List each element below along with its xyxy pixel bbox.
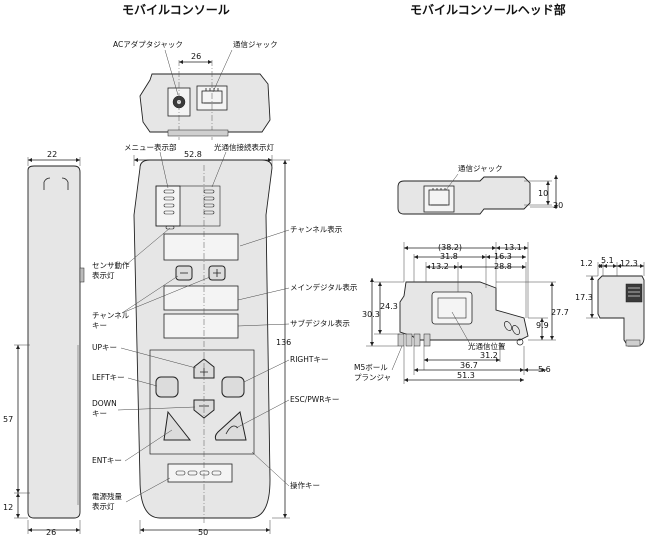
dim-head-36-7: 36.7 bbox=[460, 361, 478, 370]
m5-ball-plunger-icon bbox=[397, 333, 431, 347]
label-m5-ball-1: M5ボール bbox=[354, 363, 388, 372]
dim-body-height: 136 bbox=[276, 338, 291, 347]
dim-head-16-3: 16.3 bbox=[494, 252, 512, 261]
head-top-view: 10 20 bbox=[397, 175, 563, 215]
dim-jack-pitch: 26 bbox=[191, 52, 201, 61]
console-side-view bbox=[27, 165, 85, 519]
side-button-icon bbox=[79, 267, 85, 283]
label-ent-key: ENTキー bbox=[92, 456, 122, 465]
dim-head-12-3: 12.3 bbox=[620, 259, 638, 268]
dim-head-27-7: 27.7 bbox=[551, 308, 569, 317]
head-side-grip bbox=[625, 283, 643, 303]
label-channel-display: チャンネル表示 bbox=[290, 224, 343, 234]
dim-head-24-3: 24.3 bbox=[380, 302, 398, 311]
channel-display-window bbox=[163, 233, 239, 261]
dim-head-51-3: 51.3 bbox=[457, 371, 475, 380]
dim-head-13-1: 13.1 bbox=[504, 243, 522, 252]
label-esc-pwr-key: ESC/PWRキー bbox=[290, 395, 339, 404]
label-comm-jack: 通信ジャック bbox=[233, 39, 278, 49]
label-power-lamp-2: 表示灯 bbox=[92, 501, 115, 511]
sub-digital-window bbox=[163, 313, 239, 339]
head-front-dimensions: (38.2) 13.1 31.8 16.3 13.2 28.8 24.3 30.… bbox=[362, 242, 569, 384]
right-key-icon[interactable] bbox=[221, 376, 245, 398]
dim-side-bottom: 12 bbox=[3, 503, 13, 512]
label-m5-ball-2: プランジャ bbox=[354, 373, 391, 382]
dim-head-31-2: 31.2 bbox=[480, 351, 498, 360]
dim-head-1-2: 1.2 bbox=[580, 259, 593, 268]
head-side-dimensions: 1.2 5.1 12.3 17.3 bbox=[575, 256, 645, 319]
label-ac-adapter-jack: ACアダプタジャック bbox=[113, 39, 183, 49]
label-down-key-1: DOWN bbox=[92, 399, 117, 408]
label-channel-key-2: キー bbox=[92, 321, 107, 330]
dim-head-9-9: 9.9 bbox=[536, 321, 549, 330]
dim-side-width: 22 bbox=[47, 150, 57, 159]
label-optical-position: 光通信位置 bbox=[468, 341, 506, 351]
head-side-view bbox=[597, 275, 645, 347]
console-front-view bbox=[133, 159, 273, 525]
dim-head-38-2: (38.2) bbox=[438, 243, 462, 252]
power-lamps bbox=[175, 470, 222, 476]
label-sub-digital: サブデジタル表示 bbox=[290, 318, 350, 328]
dim-side-height: 57 bbox=[3, 415, 13, 424]
label-sensor-lamp-2: 表示灯 bbox=[92, 270, 115, 280]
title-console: モバイルコンソール bbox=[122, 3, 230, 17]
label-right-key: RIGHTキー bbox=[290, 355, 328, 364]
head-front-view bbox=[397, 281, 529, 347]
dim-body-width: 52.8 bbox=[184, 150, 202, 159]
dim-head-20: 20 bbox=[553, 201, 563, 210]
main-digital-window bbox=[163, 285, 239, 311]
console-top-view bbox=[139, 60, 271, 140]
dim-head-5-1: 5.1 bbox=[601, 256, 614, 265]
dim-head-10: 10 bbox=[538, 189, 548, 198]
dim-side-base: 26 bbox=[46, 528, 56, 537]
label-channel-key-1: チャンネル bbox=[92, 311, 130, 320]
dim-head-31-8: 31.8 bbox=[440, 252, 458, 261]
dim-head-5-6: 5.6 bbox=[538, 365, 551, 374]
label-head-comm-jack: 通信ジャック bbox=[458, 163, 503, 173]
dim-head-30-3: 30.3 bbox=[362, 310, 380, 319]
label-sensor-lamp-1: センサ動作 bbox=[92, 260, 130, 270]
esc-pwr-key-icon[interactable] bbox=[214, 411, 247, 441]
operation-key-area bbox=[149, 349, 255, 455]
dim-head-17-3: 17.3 bbox=[575, 293, 593, 302]
side-dimensions: 22 57 12 26 bbox=[3, 150, 81, 537]
label-menu-display: メニュー表示部 bbox=[124, 142, 177, 152]
left-key-icon[interactable] bbox=[155, 376, 179, 398]
label-left-key: LEFTキー bbox=[92, 373, 125, 382]
front-dimensions: 52.8 136 50 bbox=[133, 150, 291, 537]
dim-head-28-8: 28.8 bbox=[494, 262, 512, 271]
head-window bbox=[431, 291, 473, 325]
label-main-digital: メインデジタル表示 bbox=[290, 282, 358, 292]
title-console-head: モバイルコンソールヘッド部 bbox=[410, 2, 566, 17]
label-up-key: UPキー bbox=[92, 343, 117, 352]
menu-display-panel bbox=[155, 185, 181, 227]
dim-front-base: 50 bbox=[198, 528, 208, 537]
label-power-lamp-1: 電源残量 bbox=[92, 491, 122, 501]
jack-pitch-dimension: 26 bbox=[179, 52, 212, 64]
ent-key-icon[interactable] bbox=[163, 410, 192, 441]
label-optical-link-lamp: 光通信接続表示灯 bbox=[214, 142, 274, 152]
label-down-key-2: キー bbox=[92, 409, 107, 418]
dim-head-13-2: 13.2 bbox=[431, 262, 449, 271]
label-operation-keys: 操作キー bbox=[290, 480, 320, 490]
